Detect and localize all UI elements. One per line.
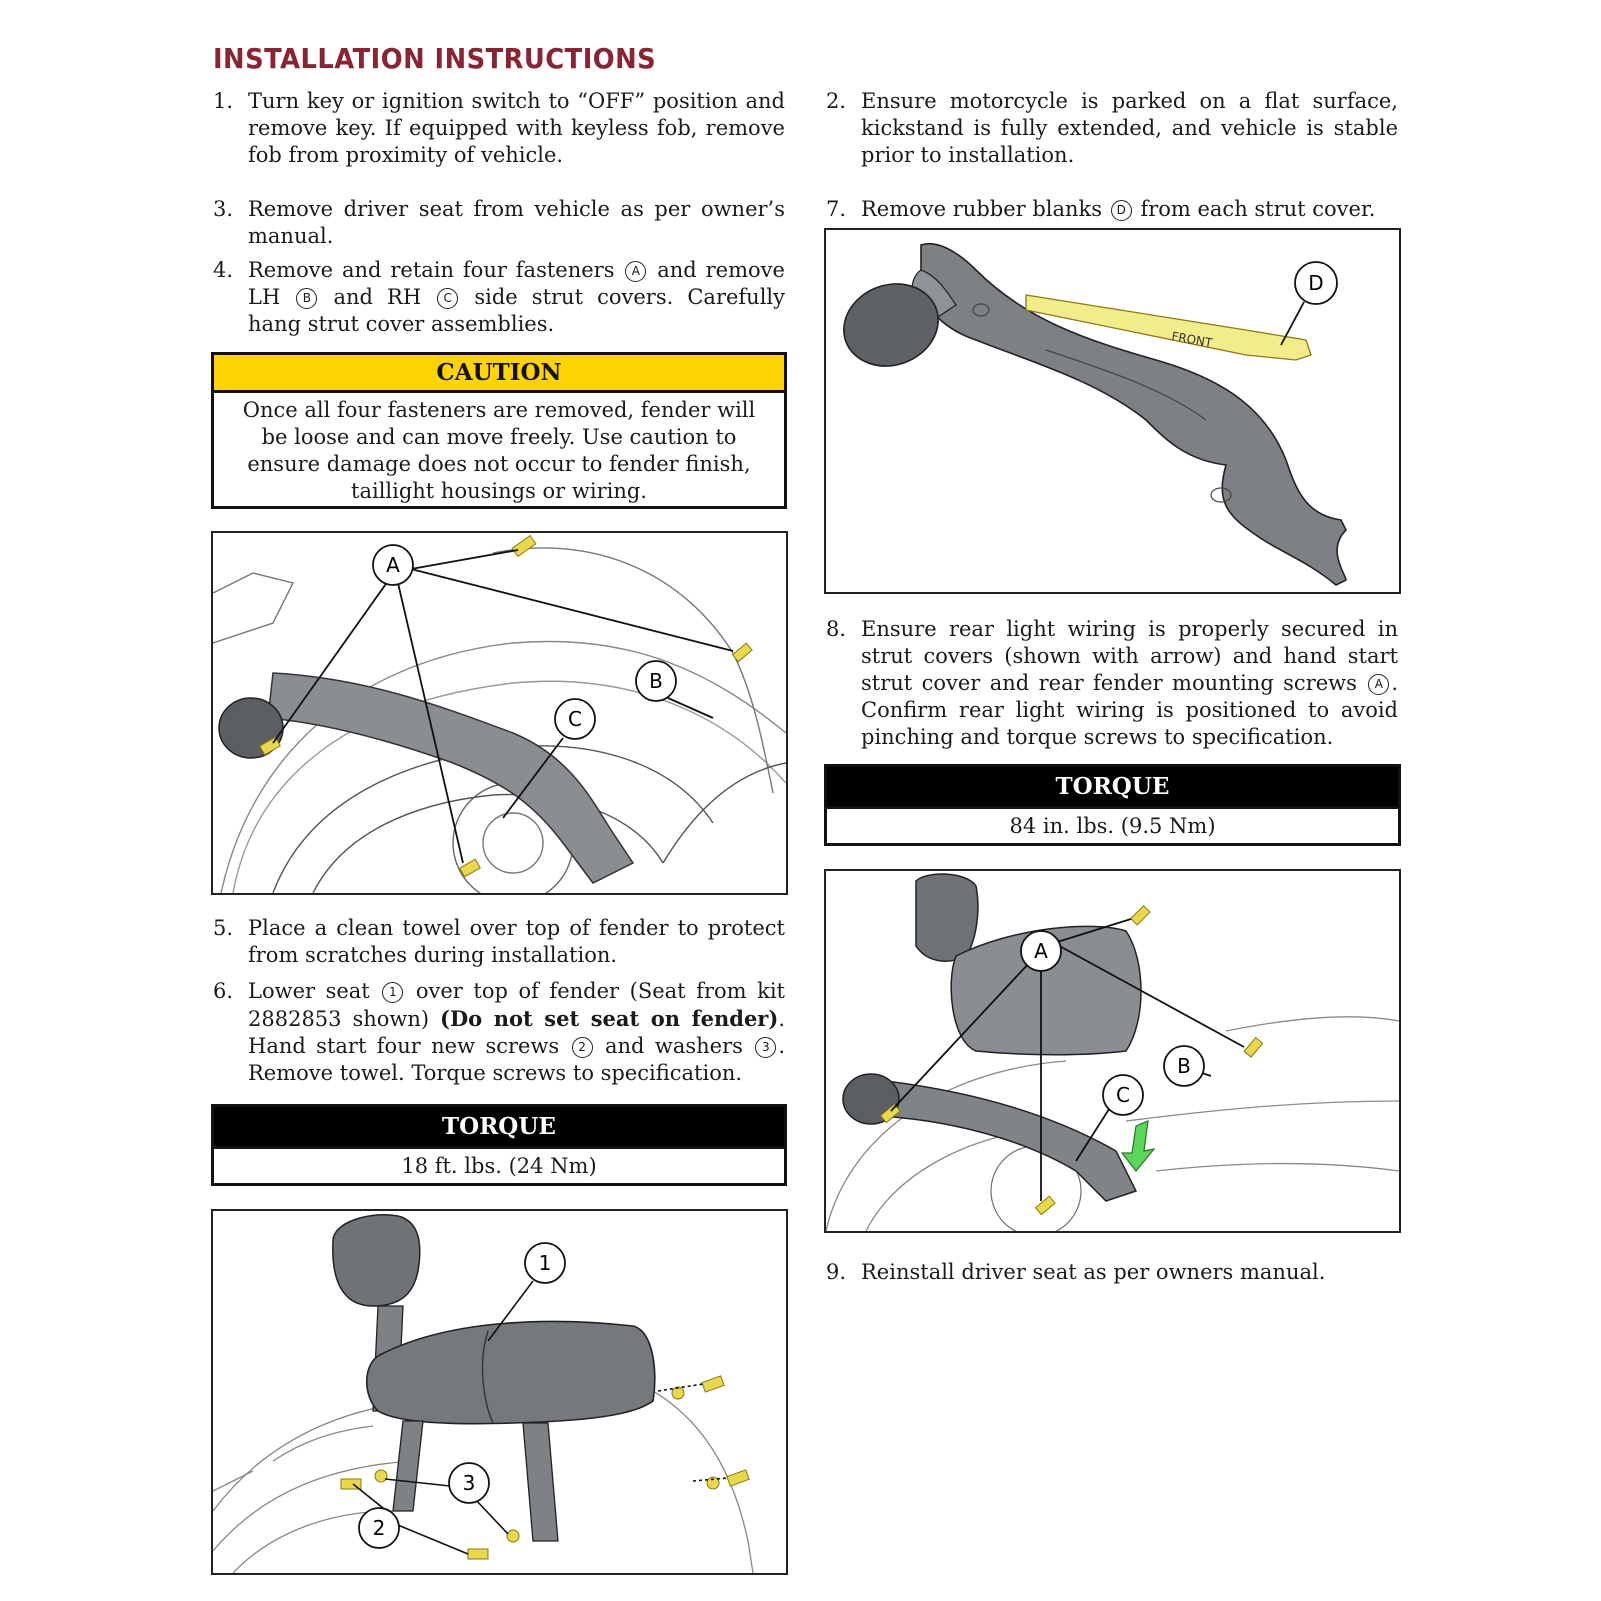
callout-a: A [1020, 930, 1062, 972]
step-text: Ensure rear light wiring is properly sec… [861, 616, 1398, 751]
page-title: INSTALLATION INSTRUCTIONS [213, 42, 657, 75]
figure-strut-cover-removal: A B C [211, 531, 788, 895]
step-9: 9. Reinstall driver seat as per owners m… [826, 1259, 1398, 1286]
step-text-part: Lower seat [248, 979, 370, 1003]
callout-3: 3 [448, 1462, 490, 1504]
callout-label: 2 [373, 1516, 386, 1540]
step-number: 9. [826, 1260, 847, 1284]
callout-b: B [635, 660, 677, 702]
callout-label: 3 [463, 1471, 476, 1495]
figure-seat-installation: 1 3 2 [211, 1209, 788, 1575]
torque-value: 18 ft. lbs. (24 Nm) [401, 1154, 597, 1178]
step-number: 4. [213, 258, 234, 282]
callout-1: 1 [524, 1242, 566, 1284]
caution-title: CAUTION [214, 355, 784, 393]
step-text-part: from each strut cover. [1140, 197, 1376, 221]
caution-box: CAUTION Once all four fasteners are remo… [211, 352, 787, 509]
figure-wiring-check: A B C [824, 869, 1401, 1233]
step-3: 3. Remove driver seat from vehicle as pe… [213, 196, 785, 250]
step-text-part: and washers [605, 1034, 743, 1058]
callout-b: B [1163, 1045, 1205, 1087]
caution-text: Once all four fasteners are removed, fen… [242, 398, 756, 503]
step-text-part: side strut covers. Carefully hang strut … [248, 285, 785, 336]
step-number: 7. [826, 197, 847, 221]
step-text: Reinstall driver seat as per owners manu… [861, 1260, 1326, 1284]
callout-2: 2 [358, 1507, 400, 1549]
torque-value: 84 in. lbs. (9.5 Nm) [1009, 814, 1216, 838]
callout-marker-d: D [1110, 200, 1132, 221]
step-number: 2. [826, 89, 847, 113]
step-text: Turn key or ignition switch to “OFF” pos… [248, 89, 785, 167]
step-number: 8. [826, 617, 847, 641]
callout-marker-c: C [437, 288, 459, 309]
torque-title: TORQUE [214, 1107, 784, 1149]
callout-label: C [1116, 1083, 1130, 1107]
step-text-part: . Remove towel. Torque screws to specifi… [248, 1034, 785, 1085]
callout-marker-b: B [296, 288, 318, 309]
step-text-part: over top of fender (Seat from kit 288285… [248, 979, 785, 1031]
torque-title: TORQUE [827, 767, 1398, 809]
step-text: Remove rubber blanks D from each strut c… [861, 196, 1398, 223]
step-text-part: and remove LH [248, 258, 785, 309]
callout-marker-1: 1 [382, 982, 404, 1003]
step-5: 5. Place a clean towel over top of fende… [213, 915, 785, 969]
torque-box-1: TORQUE 18 ft. lbs. (24 Nm) [211, 1104, 787, 1186]
step-text-part: Remove rubber blanks [861, 197, 1103, 221]
step-2: 2. Ensure motorcycle is parked on a flat… [826, 88, 1398, 169]
callout-d: D [1294, 261, 1338, 305]
torque-box-2: TORQUE 84 in. lbs. (9.5 Nm) [824, 764, 1401, 846]
figure-rubber-blank: FRONT D [824, 228, 1401, 594]
step-text: Lower seat 1 over top of fender (Seat fr… [248, 978, 785, 1087]
step-text-part: and RH [333, 285, 422, 309]
callout-label: A [1034, 939, 1048, 963]
step-number: 1. [213, 89, 234, 113]
step-text-part: . Hand start four new screws [248, 1007, 785, 1058]
step-6: 6. Lower seat 1 over top of fender (Seat… [213, 978, 785, 1087]
step-text-part: Remove and retain four fasteners [248, 258, 615, 282]
step-number: 5. [213, 916, 234, 940]
step-number: 3. [213, 197, 234, 221]
callout-label: C [568, 707, 582, 731]
callout-marker-a: A [1368, 674, 1390, 695]
step-1: 1. Turn key or ignition switch to “OFF” … [213, 88, 785, 169]
step-7: 7. Remove rubber blanks D from each stru… [826, 196, 1398, 223]
step-text: Place a clean towel over top of fender t… [248, 916, 785, 967]
callout-label: A [386, 553, 400, 577]
callout-label: B [649, 669, 663, 693]
callout-label: D [1308, 271, 1323, 295]
step-text: Remove driver seat from vehicle as per o… [248, 197, 785, 248]
callout-marker-2: 2 [571, 1037, 593, 1058]
step-warning-text: (Do not set seat on fender) [440, 1006, 779, 1031]
step-text-part: . Confirm rear light wiring is positione… [861, 671, 1398, 749]
callout-c: C [1102, 1074, 1144, 1116]
step-4: 4. Remove and retain four fasteners A an… [213, 257, 785, 338]
step-number: 6. [213, 979, 234, 1003]
callout-marker-3: 3 [755, 1037, 777, 1058]
step-text-part: Ensure rear light wiring is properly sec… [861, 617, 1398, 695]
callout-label: 1 [539, 1251, 552, 1275]
callout-c: C [554, 698, 596, 740]
callout-label: B [1177, 1054, 1191, 1078]
callout-marker-a: A [625, 261, 647, 282]
callout-a: A [372, 544, 414, 586]
step-8: 8. Ensure rear light wiring is properly … [826, 616, 1398, 751]
step-text: Ensure motorcycle is parked on a flat su… [861, 89, 1398, 167]
step-text: Remove and retain four fasteners A and r… [248, 257, 785, 338]
green-arrow-icon [1120, 1120, 1156, 1172]
